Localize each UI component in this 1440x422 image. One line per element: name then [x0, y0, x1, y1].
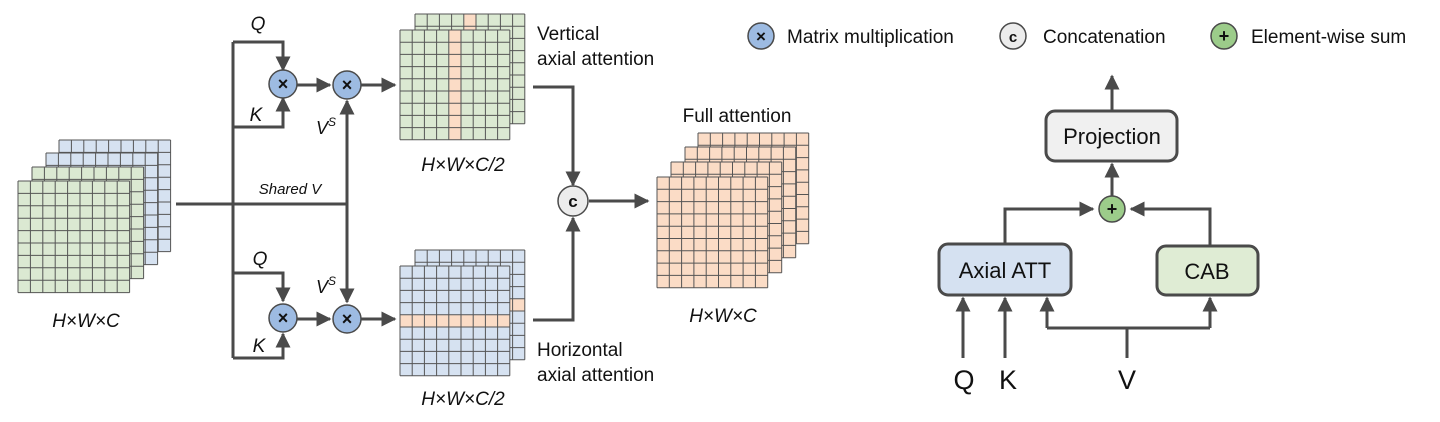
legend-sum-label: Element-wise sum: [1251, 27, 1406, 48]
svg-text:×: ×: [342, 75, 353, 95]
concat-icon: [999, 22, 1027, 50]
legend-concat: c Concatenation: [999, 22, 1166, 50]
vertical-attention-grid-layer: [399, 29, 511, 141]
matmul-node-top-1: ×: [268, 69, 298, 99]
input-dims-label: H×W×C: [52, 311, 120, 332]
vertical-label-line1: Vertical: [537, 24, 599, 45]
axial-att-box: Axial ATT: [937, 242, 1073, 297]
full-dims-label: H×W×C: [689, 306, 757, 327]
svg-text:×: ×: [278, 74, 289, 94]
q-input-label: Q: [953, 365, 974, 395]
left-connections: [176, 40, 650, 360]
k-label-top: K: [250, 105, 264, 126]
q-label-top: Q: [251, 14, 266, 35]
matmul-node-bottom-1: ×: [268, 303, 298, 333]
feature-map-grids: [17, 13, 810, 377]
svg-text:+: +: [1107, 199, 1118, 219]
svg-text:Axial ATT: Axial ATT: [959, 258, 1052, 283]
concat-node: c: [557, 185, 589, 217]
horizontal-label-line1: Horizontal: [537, 340, 623, 361]
v-input-label: V: [1118, 365, 1136, 395]
k-label-bottom: K: [253, 336, 267, 357]
svg-text:×: ×: [278, 308, 289, 328]
svg-text:Projection: Projection: [1063, 124, 1161, 149]
vertical-label-line2: axial attention: [537, 49, 654, 70]
legend-matmul: × Matrix multiplication: [747, 22, 954, 50]
full-attention-grid-layer: [656, 176, 769, 289]
svg-text:×: ×: [756, 27, 766, 46]
matmul-node-top-2: ×: [332, 70, 362, 100]
matmul-node-bottom-2: ×: [332, 304, 362, 334]
input-grid-layer: [17, 180, 131, 294]
cab-box: CAB: [1155, 244, 1260, 297]
svg-text:c: c: [568, 192, 577, 211]
horizontal-label-line2: axial attention: [537, 365, 654, 386]
horizontal-attention-grid-layer: [399, 265, 511, 377]
horizontal-dims-label: H×W×C/2: [421, 389, 505, 410]
svg-text:CAB: CAB: [1184, 259, 1229, 284]
vertical-dims-label: H×W×C/2: [421, 155, 505, 176]
sum-node: +: [1098, 195, 1126, 223]
vs-label-top: VS: [316, 115, 336, 138]
svg-text:c: c: [1009, 29, 1017, 46]
full-attention-label: Full attention: [683, 106, 792, 127]
shared-v-label: Shared V: [259, 181, 324, 198]
k-input-label: K: [999, 365, 1017, 395]
projection-box: Projection: [1044, 109, 1179, 163]
svg-text:×: ×: [342, 309, 353, 329]
vs-label-bottom: VS: [316, 274, 336, 297]
q-label-bottom: Q: [253, 249, 268, 270]
legend-matmul-label: Matrix multiplication: [787, 27, 954, 48]
svg-text:+: +: [1219, 26, 1230, 46]
legend-concat-label: Concatenation: [1043, 27, 1166, 48]
legend-sum: + Element-wise sum: [1210, 22, 1406, 50]
legend: × Matrix multiplication c Concatenation …: [747, 22, 1406, 50]
plus-icon: [1210, 22, 1238, 50]
right-connections: [955, 74, 1218, 358]
matmul-icon: [747, 22, 775, 50]
